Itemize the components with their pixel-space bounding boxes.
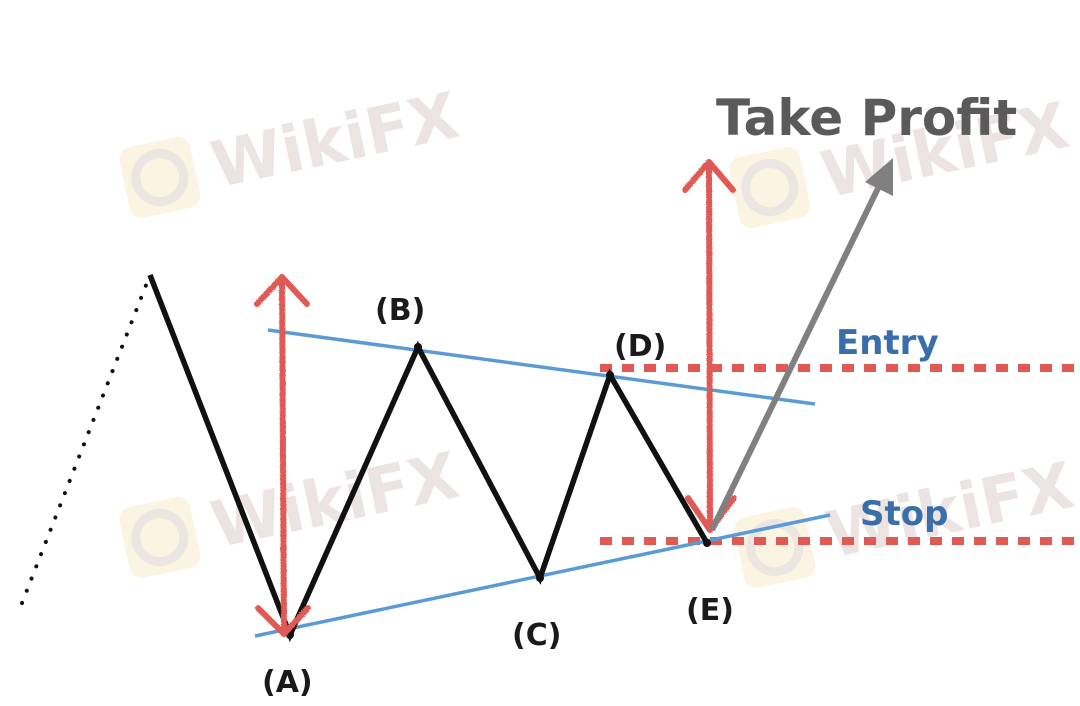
pattern-height-arrow — [254, 274, 311, 637]
arrow-head-icon — [865, 158, 893, 196]
stop-label: Stop — [860, 494, 948, 534]
point-d-marker — [606, 371, 614, 379]
point-d-label: (D) — [614, 329, 666, 364]
point-e-label: (E) — [686, 593, 734, 628]
arrow-shaft — [706, 162, 713, 530]
watermark-top-left: WikiFX — [119, 79, 465, 218]
watermark-badge — [729, 147, 811, 228]
watermark-text: WikiFX — [205, 79, 465, 203]
watermark-badge — [734, 507, 816, 588]
point-b-marker — [414, 343, 422, 351]
projected-move-arrow — [682, 159, 737, 533]
point-a-label: (A) — [262, 665, 313, 700]
point-c-label: (C) — [512, 618, 561, 653]
arrow-down-head-icon — [255, 605, 311, 637]
upper-trendline — [267, 328, 816, 406]
arrow-shaft — [709, 178, 885, 532]
watermark-bottom-left: WikiFX — [119, 439, 465, 578]
point-e-marker — [703, 539, 711, 547]
eagle-logo-icon — [131, 149, 189, 207]
watermark-badge — [119, 137, 201, 218]
arrow-shaft — [279, 277, 287, 633]
entry-label: Entry — [836, 323, 939, 363]
price-path — [147, 274, 710, 643]
arrow-up-head-icon — [254, 274, 310, 307]
breakout-target-arrow — [709, 158, 893, 532]
arrow-down-head-icon — [685, 495, 737, 533]
eagle-logo-icon — [741, 159, 799, 217]
take-profit-label: Take Profit — [716, 89, 1017, 147]
point-b-label: (B) — [375, 293, 425, 328]
watermark-badge — [119, 497, 201, 578]
eagle-logo-icon — [131, 509, 189, 567]
arrow-up-head-icon — [682, 159, 736, 193]
point-c-marker — [536, 574, 544, 582]
watermark-text: WikiFX — [205, 439, 465, 563]
